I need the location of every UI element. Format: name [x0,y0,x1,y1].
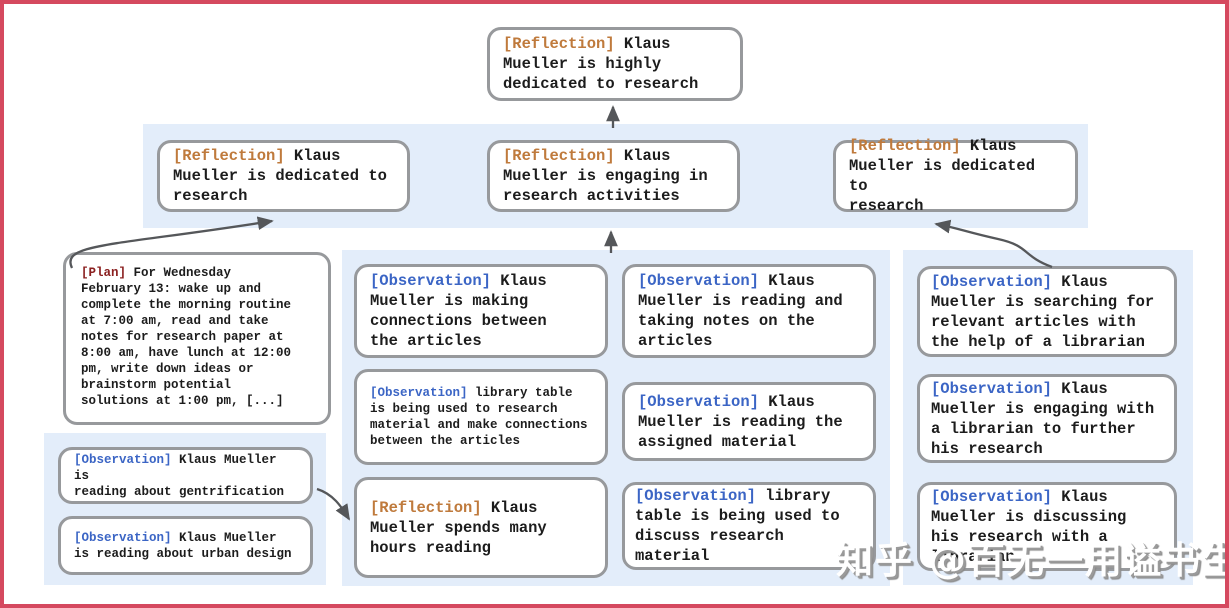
observation-tag: [Observation] [370,386,468,400]
node-row2-right-reflection: [Reflection] Klaus Mueller is dedicated … [833,137,1078,215]
node-text: Klaus Mueller is reading about urban des… [74,530,292,561]
zhihu-watermark: 知乎 @百无一用谥书生 [836,539,1229,582]
observation-tag: [Observation] [931,379,1052,398]
observation-tag: [Observation] [370,272,491,290]
observation-tag: [Observation] [931,487,1052,506]
observation-tag: [Observation] [74,530,172,545]
observation-tag: [Observation] [931,272,1052,291]
node-text: Klaus Mueller is reading and taking note… [638,272,843,350]
reflection-tag: [Reflection] [370,498,482,517]
observation-tag: [Observation] [74,452,172,467]
node-obs-gentrification: [Observation] Klaus Mueller is reading a… [58,447,313,504]
observation-tag: [Observation] [635,487,756,505]
reflection-tag: [Reflection] [849,137,961,155]
node-text: Klaus Mueller is reading the assigned ma… [638,392,843,451]
node-text: Klaus Mueller spends many hours reading [370,498,547,557]
observation-tag: [Observation] [638,392,759,411]
node-row2-mid-reflection: [Reflection] Klaus Mueller is engaging i… [487,140,740,212]
node-text: Klaus Mueller is discussing his research… [931,487,1127,566]
node-obs-engaging-librarian: [Observation] Klaus Mueller is engaging … [917,374,1177,463]
node-text: Klaus Mueller is dedicated to research [173,147,387,205]
node-row2-left-reflection: [Reflection] Klaus Mueller is dedicated … [157,140,410,212]
node-obs-assigned-material: [Observation] Klaus Mueller is reading t… [622,382,876,461]
node-obs-library-table-discuss: [Observation] library table is being use… [622,482,876,570]
node-text: library table is being used to discuss r… [635,487,840,565]
node-text: Klaus Mueller is engaging with a librari… [931,379,1155,458]
node-text: Klaus Mueller is making connections betw… [370,272,547,350]
node-top-reflection: [Reflection] Klaus Mueller is highly ded… [487,27,743,101]
node-obs-taking-notes: [Observation] Klaus Mueller is reading a… [622,264,876,358]
node-text: Klaus Mueller is highly dedicated to res… [503,35,699,93]
node-obs-library-table-research: [Observation] library table is being use… [354,369,608,465]
observation-tag: [Observation] [638,272,759,290]
node-reflection-hours-reading: [Reflection] Klaus Mueller spends many h… [354,477,608,578]
node-obs-urban-design: [Observation] Klaus Mueller is reading a… [58,516,313,575]
reflection-tag: [Reflection] [173,147,285,165]
node-obs-searching-articles: [Observation] Klaus Mueller is searching… [917,266,1177,357]
reflection-tag: [Reflection] [503,35,615,53]
node-obs-discussing-research: [Observation] Klaus Mueller is discussin… [917,482,1177,571]
node-text: For Wednesday February 13: wake up and c… [81,266,292,408]
node-text: Klaus Mueller is reading about gentrific… [74,452,285,499]
plan-tag: [Plan] [81,266,127,280]
node-text: library table is being used to research … [370,386,588,448]
node-obs-making-connections: [Observation] Klaus Mueller is making co… [354,264,608,358]
node-text: Klaus Mueller is searching for relevant … [931,272,1155,351]
reflection-tag: [Reflection] [503,147,615,165]
node-text: Klaus Mueller is engaging in research ac… [503,147,708,205]
node-text: Klaus Mueller is dedicated to research [849,137,1036,215]
node-plan: [Plan] For Wednesday February 13: wake u… [63,252,331,425]
